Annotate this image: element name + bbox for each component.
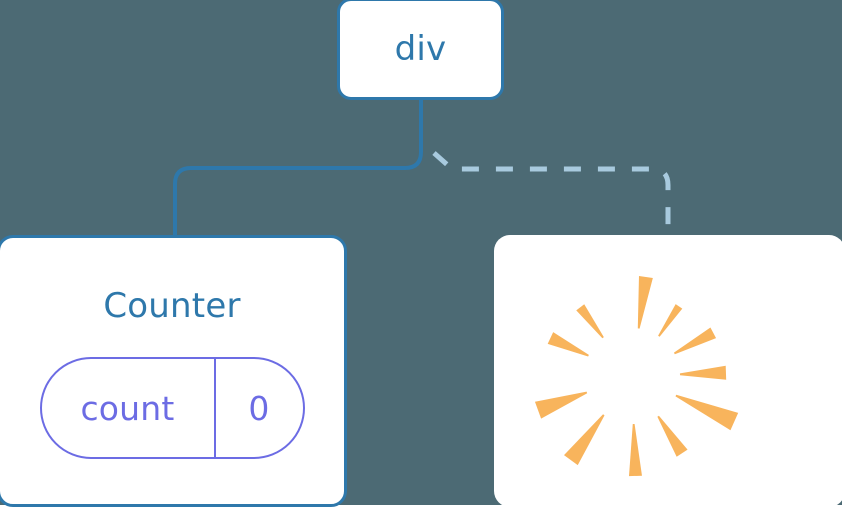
state-pill-count[interactable]: count 0 [39, 357, 305, 459]
burst-ray-0 [637, 275, 653, 329]
node-div-label: div [394, 29, 447, 69]
burst-ray-3 [679, 365, 727, 380]
node-rerender-burst[interactable] [494, 235, 842, 507]
burst-ray-2 [673, 327, 717, 355]
burst-ray-7 [563, 414, 605, 466]
node-counter-label: Counter [103, 286, 241, 326]
edge-root-to-burst [432, 151, 671, 237]
burst-ray-8 [534, 391, 588, 419]
burst-ray-4 [675, 394, 739, 431]
sparkle-burst-icon [534, 275, 739, 477]
burst-ray-9 [547, 332, 589, 357]
burst-ray-10 [576, 304, 604, 339]
edge-root-to-counter [173, 100, 423, 236]
state-key: count [80, 388, 175, 428]
state-value: 0 [248, 388, 270, 428]
state-pill-divider [213, 359, 216, 457]
node-div[interactable]: div [337, 0, 504, 100]
burst-ray-1 [658, 304, 683, 337]
burst-ray-6 [628, 423, 642, 477]
burst-ray-5 [657, 415, 688, 457]
node-counter[interactable]: Counter count 0 [0, 235, 347, 507]
